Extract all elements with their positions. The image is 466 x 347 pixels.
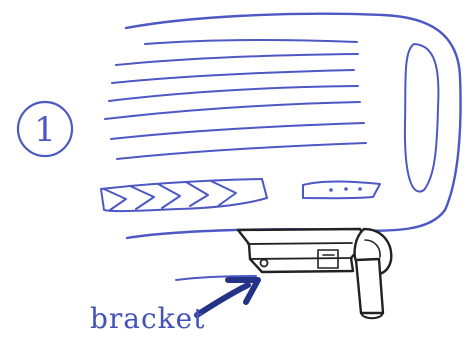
vent-panel [101,179,267,211]
front-line-5 [105,102,360,119]
bracket-body [238,229,366,272]
display-dot-2 [344,187,348,191]
bracket-hardware [238,229,391,318]
bracket-label: bracket [90,302,205,335]
vent-marks [104,181,236,210]
pointer-arrow [197,280,258,315]
front-line-6 [111,123,364,139]
display-dot-3 [358,187,362,191]
side-panel [405,44,439,192]
front-line-4 [109,86,358,101]
step-number: 1 [18,103,72,157]
display-dot-1 [329,188,333,192]
front-line-7 [117,143,366,159]
front-line-2 [116,54,358,65]
front-line-3 [112,70,354,83]
front-line-1 [145,40,357,44]
pipe-stem [356,259,383,313]
display-panel [303,182,380,199]
bracket-screw [261,260,268,267]
